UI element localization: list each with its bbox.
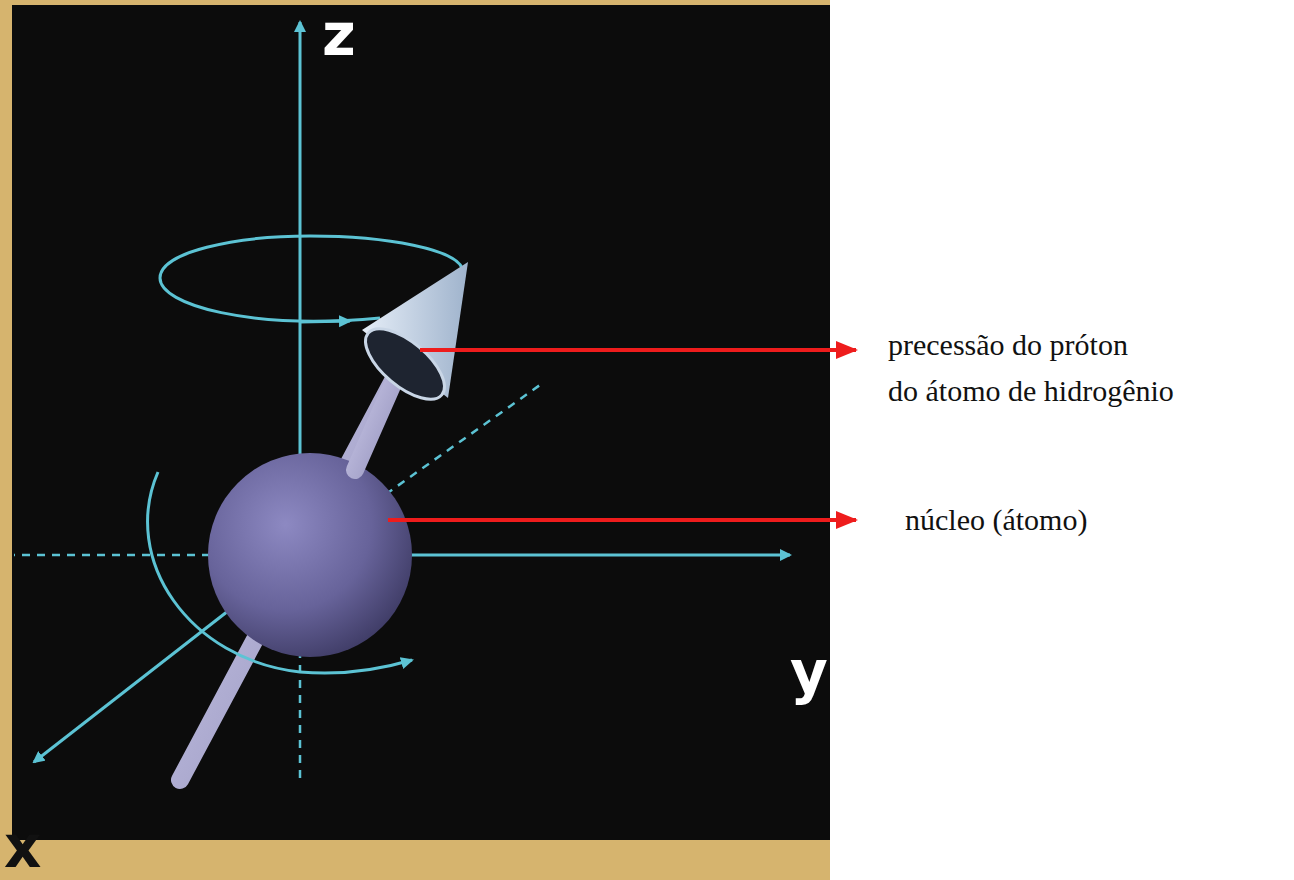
axis-label: x [4, 818, 41, 876]
spin-axis-rod [180, 330, 420, 780]
black-panel [12, 5, 830, 840]
precession-arrow [300, 321, 350, 322]
axis-label: y [790, 644, 828, 702]
callout-text: núcleo (átomo) [905, 505, 1087, 535]
nucleus-sphere [208, 453, 412, 657]
spin-cone [354, 262, 468, 412]
callout-text: precessão do próton [888, 330, 1128, 360]
leader-arrow [388, 518, 856, 522]
leader-arrow [420, 348, 856, 352]
white-panel [830, 0, 1294, 880]
axis-label: z [322, 6, 356, 64]
callout-text: do átomo de hidrogênio [888, 376, 1174, 406]
